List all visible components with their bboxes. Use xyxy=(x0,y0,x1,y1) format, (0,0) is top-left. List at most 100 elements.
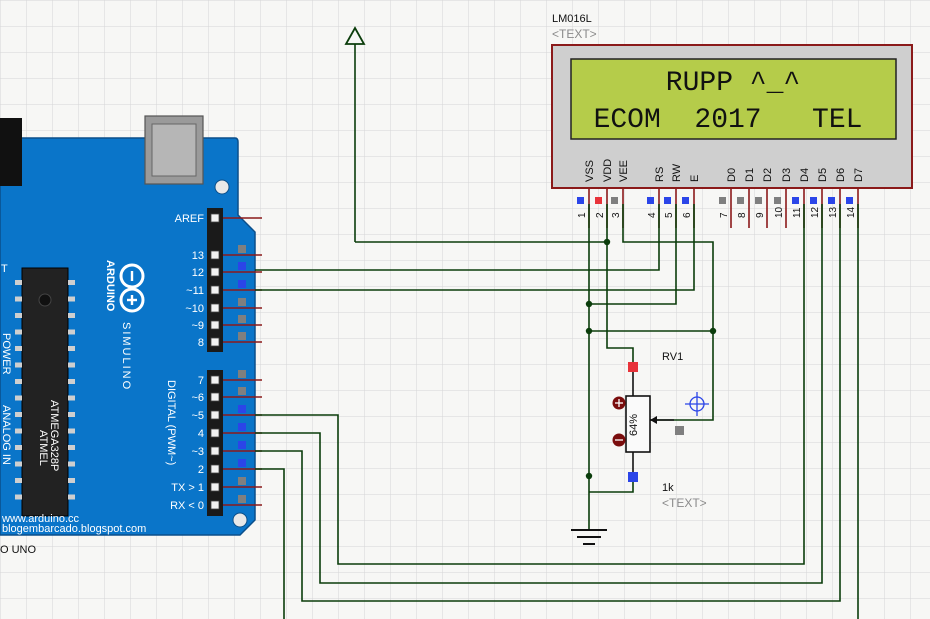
arduino-top-pin-label: 13 xyxy=(192,250,204,262)
arduino-bottom-socket xyxy=(210,375,220,385)
chip-leg xyxy=(68,346,75,351)
lcd-pin-label-vdd: VDD xyxy=(602,159,614,182)
chip-leg xyxy=(68,329,75,335)
lcd-pin-label-rw: RW xyxy=(671,163,683,182)
side-letter: T xyxy=(1,263,8,275)
lcd-module[interactable]: RUPP ^_^ ECOM 2017 TEL VSS1VDD2VEE3RS4RW… xyxy=(551,44,913,228)
chip-leg xyxy=(15,313,22,318)
lcd-pin-label-d2: D2 xyxy=(762,168,774,182)
chip-leg xyxy=(68,494,75,500)
arduino-bottom-socket xyxy=(210,392,220,402)
pot-pin-wiper xyxy=(675,426,684,435)
arduino-board[interactable]: ATMEL ATMEGA328P ARDUINO SIMULINO DIGITA… xyxy=(0,115,262,536)
arduino-top-pin-label: ~11 xyxy=(186,285,204,297)
chip-leg xyxy=(68,412,75,417)
lcd-pin-number: 7 xyxy=(719,212,730,218)
arduino-bottom-pin-state xyxy=(238,459,246,467)
arduino-top-socket xyxy=(210,267,220,277)
arduino-top-pin-state xyxy=(238,262,246,270)
pot-decrease-button[interactable] xyxy=(612,433,626,447)
simulino-logo: SIMULINO xyxy=(120,322,132,391)
chip-leg xyxy=(68,395,75,401)
mounting-hole xyxy=(214,179,230,195)
lcd-pin-state-d1 xyxy=(737,197,744,204)
arduino-top-pin-label: 12 xyxy=(192,267,204,279)
arduino-bottom-socket xyxy=(210,446,220,456)
pot-pin-top xyxy=(628,362,638,372)
chip-leg xyxy=(68,313,75,318)
chip-leg xyxy=(15,395,22,401)
lcd-pin-state-d6 xyxy=(828,197,835,204)
pot-increase-button[interactable] xyxy=(612,396,626,410)
lcd-pin-state-vdd xyxy=(595,197,602,204)
lcd-pin-label-vss: VSS xyxy=(584,160,596,182)
chip-leg xyxy=(15,280,22,285)
pot-name: RV1 xyxy=(662,351,683,363)
lcd-pin-label-e: E xyxy=(689,175,701,182)
lcd-pin-state-d0 xyxy=(719,197,726,204)
pot-value: 1k xyxy=(662,482,674,494)
arduino-bottom-socket xyxy=(210,500,220,510)
lcd-pin-state-d2 xyxy=(755,197,762,204)
potentiometer-rv1[interactable]: 64% xyxy=(612,362,685,482)
chip-leg xyxy=(15,346,22,351)
arduino-bottom-pin-label: ~6 xyxy=(191,392,204,404)
arduino-top-socket xyxy=(210,303,220,313)
lcd-pin-label-d5: D5 xyxy=(817,168,829,182)
lcd-pin-number: 1 xyxy=(577,212,588,218)
arduino-top-pin-state xyxy=(238,298,246,306)
arduino-top-pin-label: AREF xyxy=(175,213,205,225)
chip-pins xyxy=(15,280,75,500)
arduino-logo-icon xyxy=(119,263,145,313)
lcd-pin-number: 13 xyxy=(828,206,839,218)
chip-leg xyxy=(68,478,75,483)
arduino-top-socket xyxy=(210,337,220,347)
arduino-bottom-socket xyxy=(210,410,220,420)
arduino-bottom-pin-label: TX > 1 xyxy=(171,482,204,494)
arduino-bottom-socket xyxy=(210,482,220,492)
pot-text-placeholder: <TEXT> xyxy=(662,496,707,510)
chip-leg xyxy=(15,296,22,302)
ground-symbol-icon[interactable] xyxy=(571,529,607,545)
wire-junctions xyxy=(585,238,717,480)
lcd-pin-number: 3 xyxy=(611,212,622,218)
wires xyxy=(255,204,859,619)
arduino-top-socket xyxy=(210,213,220,223)
chip-leg xyxy=(15,445,22,450)
chip-leg xyxy=(15,461,22,467)
chip-leg xyxy=(15,478,22,483)
arduino-top-pin-state xyxy=(238,245,246,253)
pot-body xyxy=(625,395,651,453)
arduino-bottom-pin-label: RX < 0 xyxy=(170,500,204,512)
arduino-top-socket xyxy=(210,320,220,330)
lcd-pin-state-d7 xyxy=(846,197,853,204)
lcd-pin-state-d5 xyxy=(810,197,817,204)
lcd-pin-state-vss xyxy=(577,197,584,204)
probe-crosshair-icon[interactable] xyxy=(685,392,709,416)
chip-leg xyxy=(15,379,22,384)
chip-leg xyxy=(15,362,22,368)
lcd-pin-label-d3: D3 xyxy=(781,168,793,182)
lcd-pin-number: 11 xyxy=(792,207,803,218)
chip-leg xyxy=(68,362,75,368)
arduino-bottom-socket xyxy=(210,428,220,438)
arduino-bottom-pin-state xyxy=(238,387,246,395)
lcd-pin-label-d7: D7 xyxy=(853,168,865,182)
arduino-bottom-socket xyxy=(210,464,220,474)
chip-leg xyxy=(68,280,75,285)
arduino-bottom-pin-label: ~5 xyxy=(191,410,204,422)
lcd-pin-number: 5 xyxy=(664,212,675,218)
chip-leg xyxy=(68,445,75,450)
lcd-screen xyxy=(570,58,897,140)
chip-leg xyxy=(68,296,75,302)
lcd-pin-number: 8 xyxy=(737,212,748,218)
chip-leg xyxy=(15,329,22,335)
power-arrow-icon[interactable] xyxy=(344,26,366,242)
arduino-bottom-pin-state xyxy=(238,370,246,378)
atmega-chip[interactable] xyxy=(21,267,69,517)
chip-leg xyxy=(68,461,75,467)
power-jack xyxy=(0,118,22,186)
lcd-pin-state-e xyxy=(682,197,689,204)
